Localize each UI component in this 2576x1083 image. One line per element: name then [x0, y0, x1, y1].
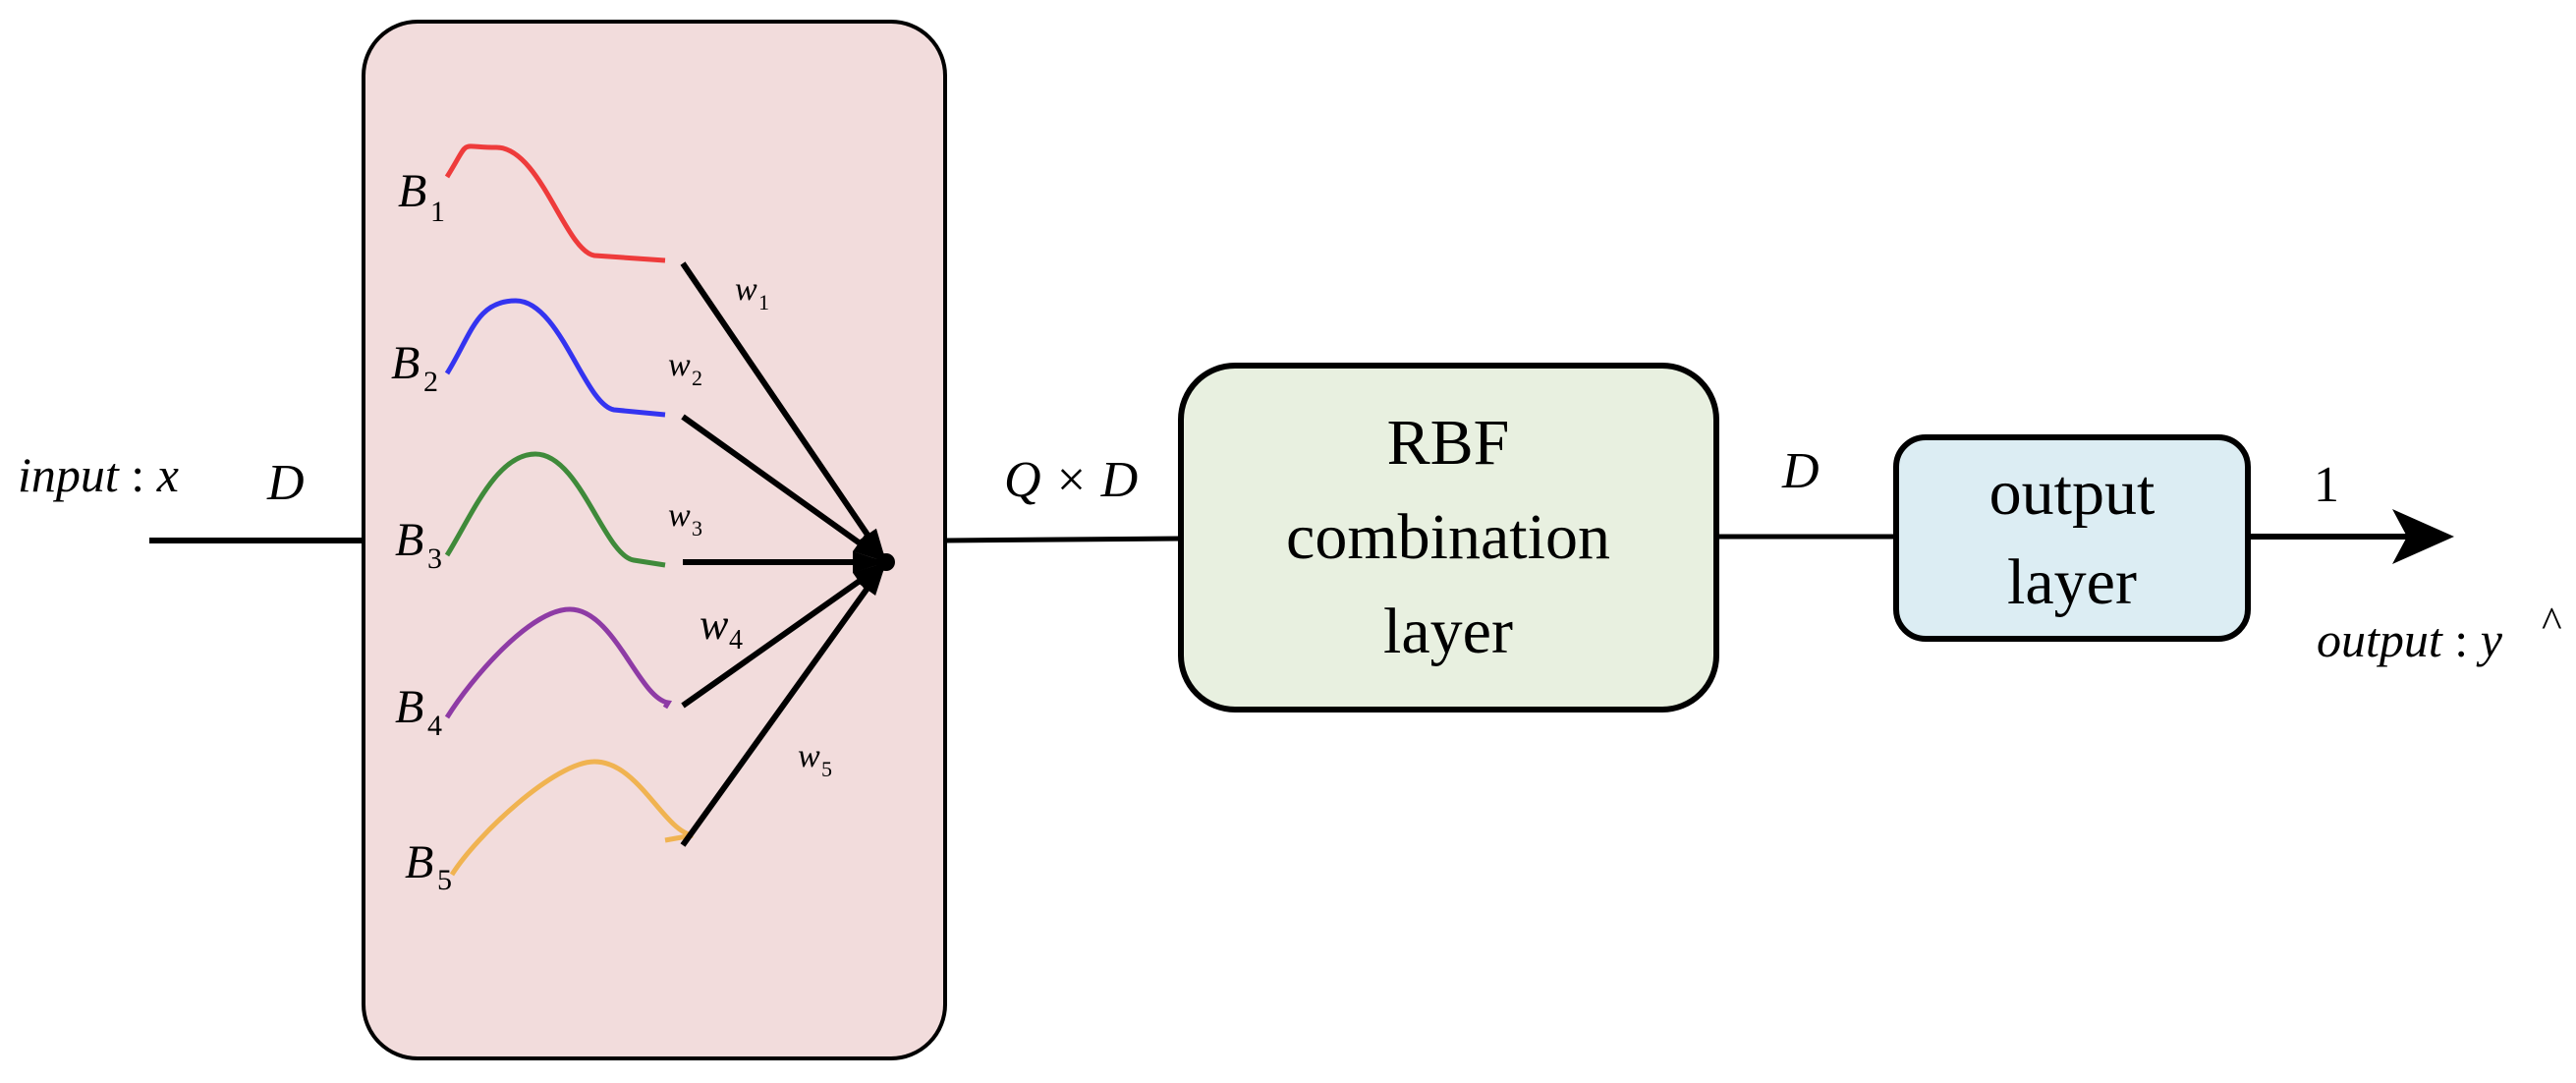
weight-line-1: [680, 261, 889, 564]
weight-label-2: w: [668, 347, 691, 383]
basis-curve-5: [449, 759, 694, 877]
basis-curve-3: [444, 451, 666, 568]
weight-label-index-3: 3: [692, 516, 702, 541]
basis-label-3: B: [395, 514, 423, 566]
weight-label-5: w: [798, 738, 820, 774]
basis-curve-4: [444, 606, 673, 719]
basis-label-5: B: [405, 836, 433, 888]
output-label-text: output: [2317, 612, 2443, 667]
input-label-sep: :: [119, 447, 157, 502]
weight-label-index-4: 4: [729, 625, 743, 656]
rbf-box-line-1: RBF: [1387, 407, 1510, 479]
output-box-line-2: layer: [2007, 546, 2137, 618]
basis-label-index-3: 3: [427, 542, 442, 575]
weight-line-5: [680, 560, 889, 847]
input-label: input : x: [18, 447, 179, 502]
weight-connections: [680, 261, 889, 847]
output-arrowhead: [2392, 509, 2454, 564]
weight-arrowhead-5: [858, 562, 886, 597]
qxd-dim-label: Q × D: [1004, 452, 1138, 508]
basis-label-4: B: [395, 681, 423, 733]
basis-curve-2: [444, 298, 666, 418]
weight-line-4: [681, 559, 888, 709]
basis-curve-1: [444, 143, 666, 263]
panel-to-rbf-line: [944, 536, 1182, 543]
output-box-line-1: output: [1989, 457, 2156, 529]
output-label: output : y: [2317, 612, 2503, 667]
input-label-var: x: [156, 447, 179, 502]
rbf-box-line-3: layer: [1383, 596, 1513, 667]
basis-label-index-4: 4: [427, 710, 442, 742]
weight-label-3: w: [668, 497, 691, 534]
weight-label-4: w: [700, 600, 729, 649]
weight-label-index-5: 5: [821, 757, 832, 781]
basis-curves: [444, 143, 694, 877]
basis-label-index-1: 1: [430, 196, 445, 228]
output-hat: ^: [2542, 598, 2562, 647]
input-label-text: input: [18, 447, 120, 502]
weight-label-index-1: 1: [758, 290, 769, 314]
weight-label-1: w: [735, 271, 757, 308]
summation-node: [877, 553, 895, 571]
weight-arrowhead-2: [852, 534, 886, 562]
weight-label-index-2: 2: [692, 366, 702, 390]
input-dim-label: D: [266, 455, 305, 511]
basis-label-index-2: 2: [423, 366, 438, 398]
one-dim-label: 1: [2314, 457, 2339, 513]
weight-line-2: [681, 414, 888, 565]
basis-label-2: B: [391, 337, 420, 389]
basis-label-index-5: 5: [437, 864, 452, 896]
output-label-var: y: [2476, 612, 2503, 667]
weight-arrowhead-3: [853, 551, 886, 573]
rbf-box-line-2: combination: [1286, 501, 1610, 573]
output-label-sep: :: [2442, 612, 2481, 667]
basis-label-1: B: [398, 165, 426, 217]
d-dim-label-2: D: [1781, 443, 1820, 499]
